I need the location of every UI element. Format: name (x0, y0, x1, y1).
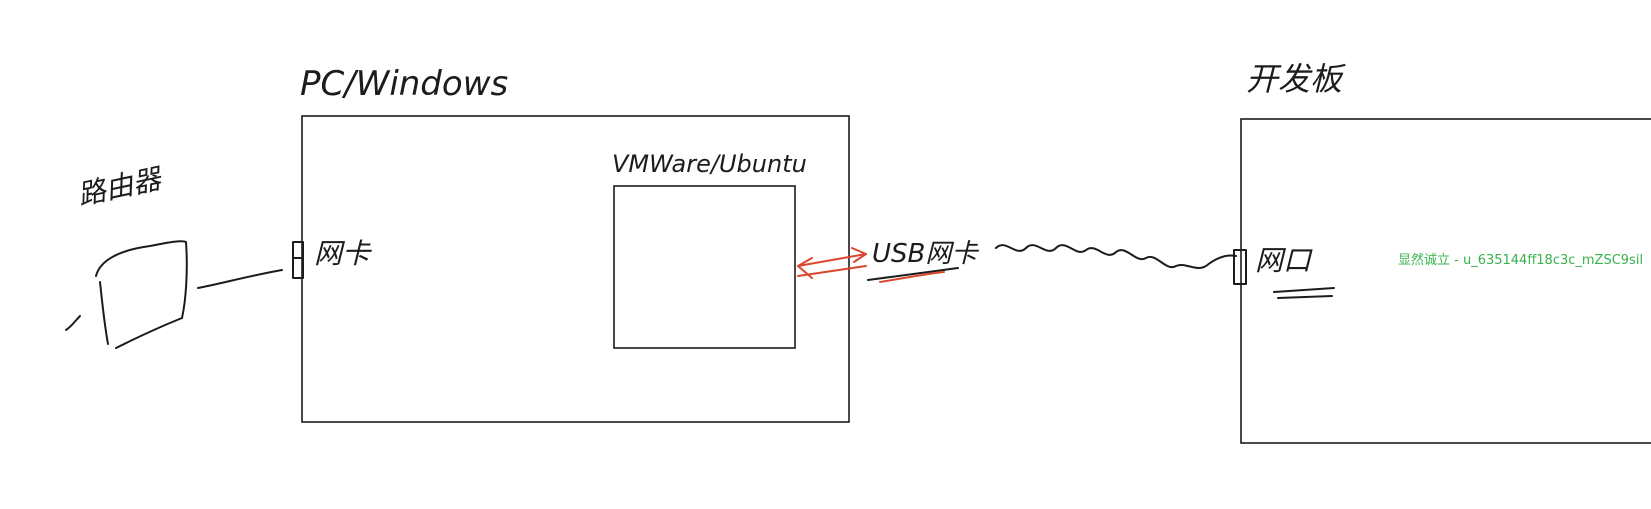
router-antenna (65, 315, 81, 331)
usb-link-arrowhead-left (797, 257, 813, 279)
usb-nic-label: USB网卡 (872, 239, 979, 269)
watermark-text: 显然诚立 - u_635144ff18c3c_mZSC9sil (1398, 253, 1644, 268)
usb-link-arrow-lower (797, 265, 867, 277)
pc-nic-port (292, 241, 304, 279)
dev-board-box (1240, 118, 1651, 444)
pc-nic-label: 网卡 (314, 237, 372, 270)
usb-nic-underline (867, 267, 959, 281)
usb-to-board-cable (995, 244, 1237, 269)
board-port (1233, 249, 1247, 285)
board-port-label: 网口 (1255, 244, 1313, 277)
router-body-bottom (115, 317, 183, 349)
board-port-underline-2 (1277, 295, 1333, 299)
usb-link-arrowhead-right (851, 247, 867, 263)
router-body-left (99, 281, 109, 345)
dev-board-title: 开发板 (1246, 60, 1346, 98)
router-body-top (95, 240, 188, 319)
board-port-underline-1 (1273, 287, 1335, 293)
router-title: 路由器 (75, 161, 167, 211)
router-to-pc-cable (197, 269, 283, 289)
usb-nic-red-underline (879, 271, 945, 283)
pc-windows-title: PC/Windows (300, 64, 508, 104)
vmware-ubuntu-box (613, 185, 796, 349)
usb-link-arrow-upper (797, 253, 867, 267)
vmware-ubuntu-title: VMWare/Ubuntu (612, 150, 807, 178)
